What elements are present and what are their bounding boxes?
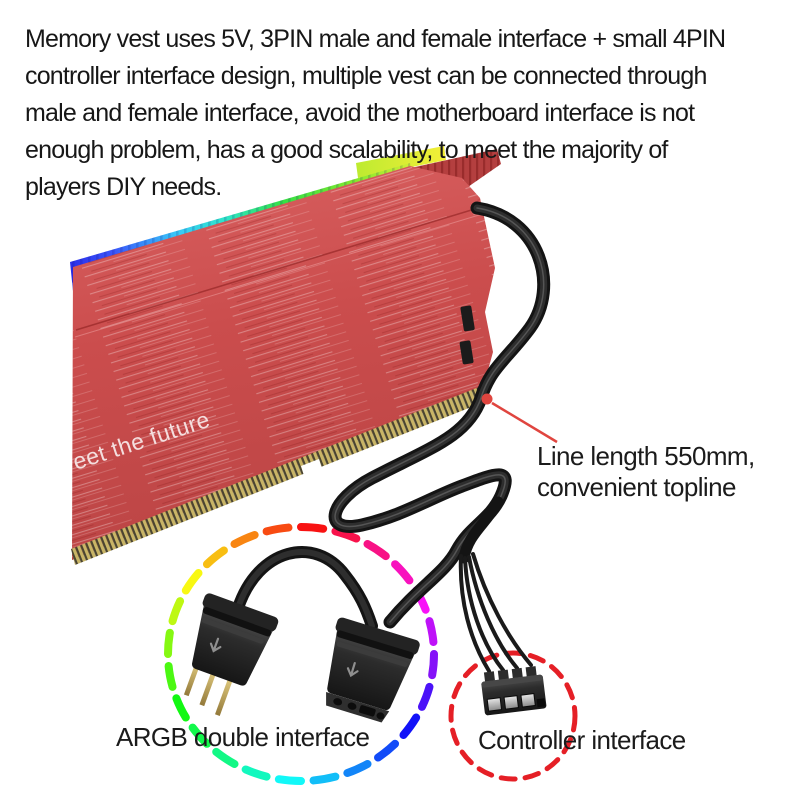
rainbow-ring-dash — [181, 569, 203, 595]
4pin-tooth — [511, 667, 523, 680]
4pin-tooth — [497, 669, 510, 682]
description-line: male and female interface, avoid the mot… — [25, 99, 695, 127]
rainbow-ring-dash — [230, 530, 259, 549]
controller-4pin-connector — [481, 666, 547, 716]
rainbow-ring-dash — [391, 560, 414, 585]
4pin-contact — [503, 695, 519, 710]
male-pin — [199, 668, 218, 707]
argb-female-connector — [326, 617, 420, 723]
rainbow-ring-dash — [241, 765, 271, 781]
rainbow-ring-dash — [164, 661, 177, 691]
heatsink-groove — [74, 211, 490, 338]
heatsink-groove — [75, 204, 489, 331]
male-pin — [215, 676, 234, 717]
rainbow-ring-dash — [374, 739, 400, 762]
arrow-down-icon — [209, 637, 222, 653]
line-length-note-line2: convenient topline — [537, 472, 736, 502]
gold-pins — [71, 385, 489, 565]
description-line: enough problem, has a good scalability, … — [25, 136, 668, 164]
memory-module: eet the future — [70, 146, 501, 565]
description-line: controller interface design, multiple ve… — [25, 62, 707, 90]
rainbow-ring-dash — [262, 523, 293, 536]
description-line: Memory vest uses 5V, 3PIN male and femal… — [25, 25, 726, 53]
controller-wires — [458, 552, 533, 673]
rainbow-ring-dash — [363, 540, 390, 561]
rainbow-ring-dash — [417, 682, 434, 711]
argb-male-connector — [183, 593, 279, 717]
rainbow-ring-dash — [399, 713, 421, 739]
description-line: players DIY needs. — [25, 173, 222, 201]
female-socket-hole — [376, 712, 385, 720]
4pin-tooth — [525, 666, 537, 679]
4pin-notch — [536, 698, 546, 708]
argb-rainbow-ring — [164, 523, 438, 785]
length-pointer — [481, 393, 558, 444]
rainbow-ring-dash — [297, 523, 328, 533]
pointer-dot — [481, 393, 493, 405]
line-length-note: Line length 550mm, convenient topline — [537, 441, 755, 503]
argb-interface-label: ARGB double interface — [116, 722, 370, 752]
heatsink-body — [72, 166, 495, 560]
rainbow-ring-dash — [212, 747, 239, 768]
rainbow-ring-dash — [274, 775, 305, 785]
female-socket-slot — [359, 705, 376, 717]
rainbow-ring-dash — [202, 546, 228, 569]
male-pin — [183, 660, 201, 697]
pin-notch — [301, 459, 323, 479]
rainbow-ring-dash — [164, 628, 174, 658]
4pin-tooth — [483, 671, 496, 684]
rgb-cable — [232, 201, 551, 673]
4pin-contact — [486, 697, 503, 712]
rainbow-ring-dash — [309, 772, 340, 785]
arrow-down-icon — [346, 661, 359, 678]
female-socket-hole — [333, 698, 343, 706]
controller-ring — [448, 650, 578, 782]
rainbow-ring-dash — [425, 617, 438, 647]
controller-interface-label: Controller interface — [478, 725, 686, 755]
rainbow-ring-dash — [331, 527, 361, 543]
line-length-note-line1: Line length 550mm, — [537, 441, 755, 471]
rainbow-ring-dash — [172, 694, 190, 722]
edge-slots — [459, 305, 475, 365]
rgb-bar-yellow-tip — [356, 146, 446, 178]
rainbow-ring-dash — [188, 723, 211, 748]
4pin-contact — [520, 693, 536, 708]
rainbow-ring-dash — [428, 650, 438, 680]
rainbow-ring-dash — [343, 759, 372, 778]
female-socket-hole — [347, 702, 357, 710]
rainbow-ring-dash — [168, 597, 185, 626]
product-description: Memory vest uses 5V, 3PIN male and femal… — [25, 21, 726, 206]
